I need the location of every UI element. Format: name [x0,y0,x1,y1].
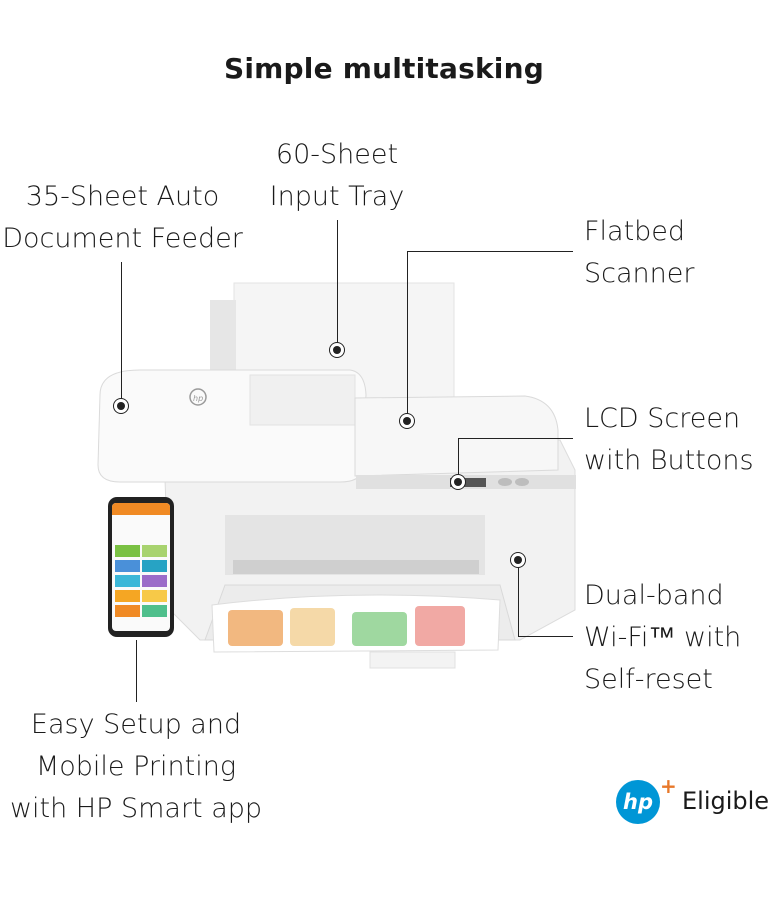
eligible-label: Eligible [682,787,768,815]
app-tile [115,590,140,602]
leader-line-adf [121,262,122,406]
callout-dot-flatbed [403,417,411,425]
page-title: Simple multitasking [224,52,544,85]
hp-logo-icon: hp [616,780,660,824]
leader-line-lcd [458,438,459,480]
callout-input-tray-line: Input Tray [269,181,405,212]
app-tile [115,545,140,557]
leader-line-input-tray [337,220,338,348]
callout-wifi-line: Wi-Fi™ with [584,622,742,653]
leader-line-flatbed [407,251,408,419]
callout-dot-input-tray [333,346,341,354]
callout-dot-adf [117,402,125,410]
svg-text:hp: hp [193,394,203,403]
callout-lcd-line: LCD Screen [584,403,741,434]
hp-plus-icon: + [660,774,677,798]
callout-mobile-line: with HP Smart app [9,793,263,824]
callout-flatbed-line: Flatbed [584,216,686,247]
callout-wifi-line: Self-reset [584,664,713,695]
callout-input-tray: 60-Sheet Input Tray [262,134,412,218]
app-tile [115,560,140,572]
phone-screen [112,503,170,631]
app-tile [142,605,167,617]
callout-lcd-line: with Buttons [584,445,754,476]
leader-line-wifi [518,562,519,636]
callout-input-tray-line: 60-Sheet [275,139,399,170]
callout-adf-line: Document Feeder [2,223,243,254]
callout-wifi-line: Dual-band [584,580,724,611]
callout-wifi: Dual-band Wi-Fi™ with Self-reset [584,575,741,701]
app-header [112,503,170,515]
app-tile [142,575,167,587]
leader-line-mobile [136,640,137,702]
app-tile [115,605,140,617]
callout-lcd: LCD Screen with Buttons [584,398,754,482]
hp-plus-badge: hp + Eligible [616,774,768,828]
callout-dot-wifi [514,556,522,564]
smartphone [108,497,174,637]
app-tile [142,590,167,602]
callout-mobile-line: Easy Setup and [30,709,242,740]
leader-line-wifi [518,636,573,637]
callout-adf-line: 35-Sheet Auto [25,181,220,212]
app-tile [142,560,167,572]
callout-adf: 35-Sheet Auto Document Feeder [0,176,245,260]
callout-flatbed: Flatbed Scanner [584,211,694,295]
callout-dot-lcd [454,478,462,486]
callout-flatbed-line: Scanner [584,258,695,289]
leader-line-lcd [458,438,573,439]
app-tile [142,545,167,557]
app-tile [115,575,140,587]
callout-mobile-line: Mobile Printing [35,751,237,782]
callout-mobile: Easy Setup and Mobile Printing with HP S… [0,704,272,830]
leader-line-flatbed [407,251,573,252]
